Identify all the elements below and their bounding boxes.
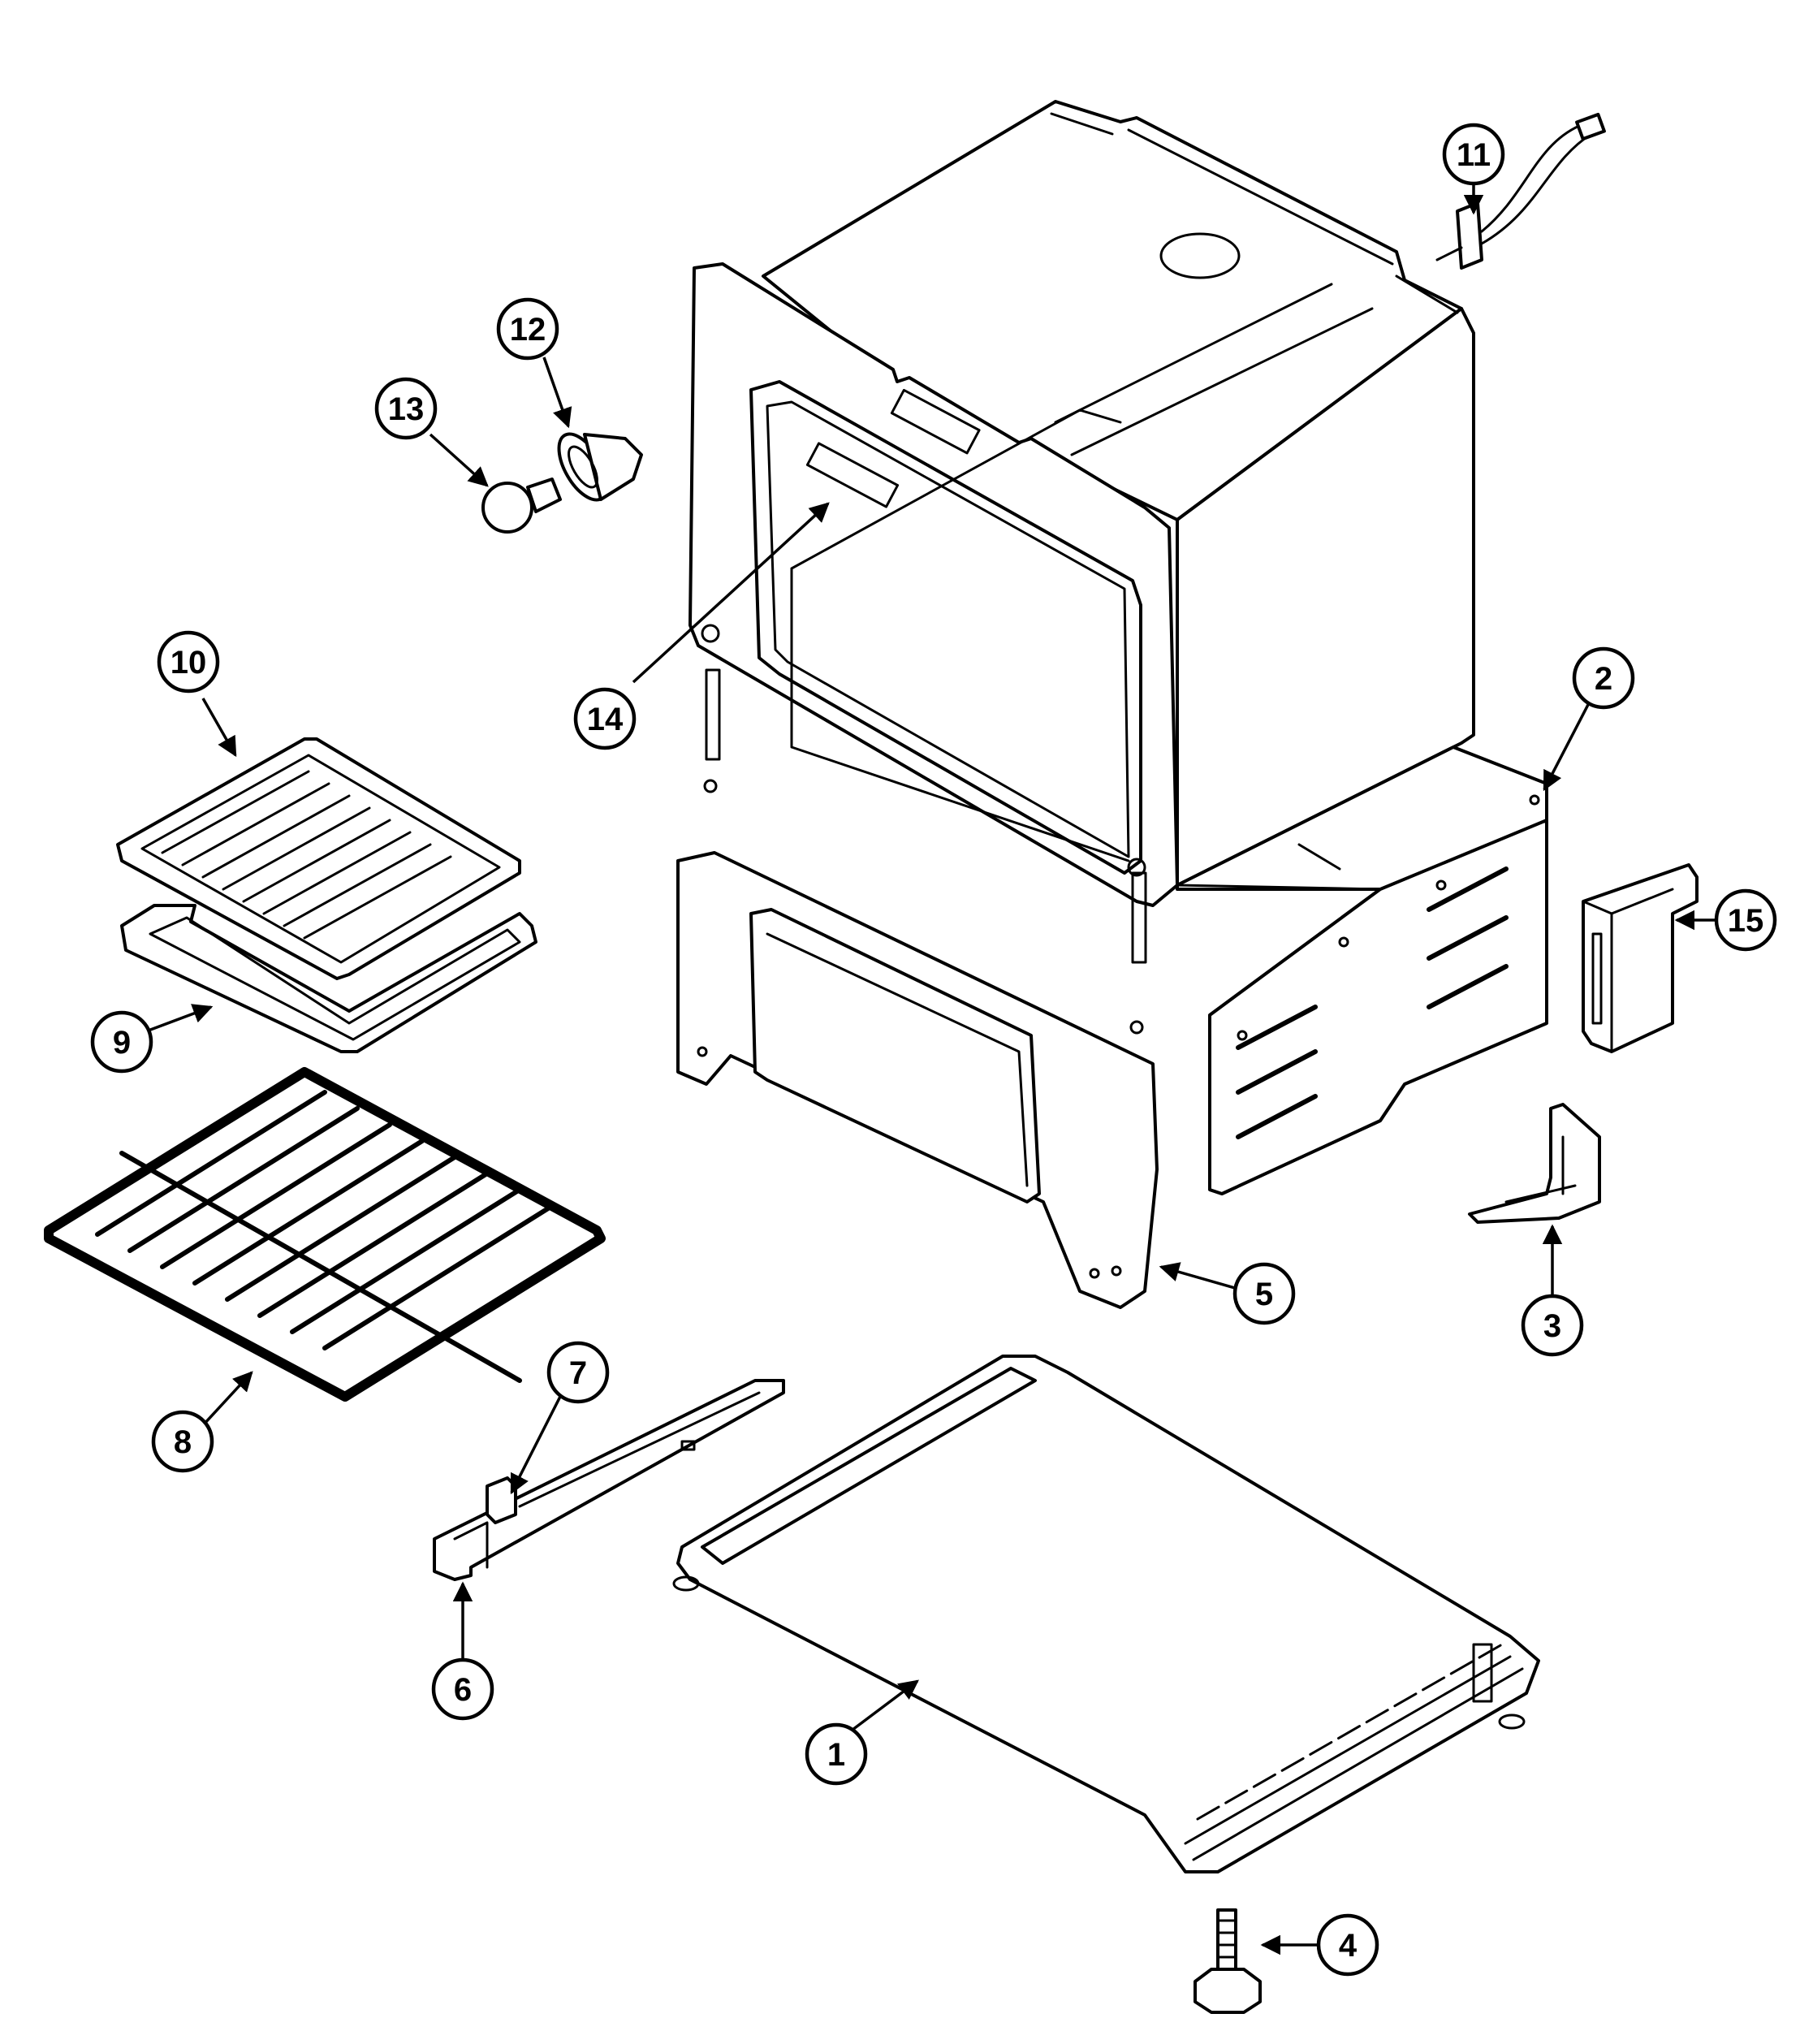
part-8-oven-rack [44,1067,606,1402]
part-10-broiler-insert [116,737,521,980]
part-13-lamp-bulb [481,478,562,534]
callout-3: 3 [1521,1294,1584,1357]
callout-2: 2 [1572,646,1635,710]
callout-8-label: 8 [174,1424,192,1460]
leader-lines [145,183,1717,1955]
callout-9: 9 [90,1010,153,1074]
callout-14: 14 [573,687,637,750]
callout-1: 1 [805,1722,868,1786]
callout-6-label: 6 [454,1672,472,1708]
part-3-anti-tip-bracket [1468,1103,1601,1224]
callout-2-label: 2 [1595,661,1612,697]
callout-10: 10 [157,630,220,694]
callout-7: 7 [546,1341,610,1404]
callout-8: 8 [151,1410,214,1473]
part-5-lower-front-panel [676,851,1159,1309]
callout-14-label: 14 [587,702,624,737]
callout-5: 5 [1232,1262,1296,1325]
callout-4-label: 4 [1339,1928,1358,1964]
part-6-drawer-slide [433,1379,785,1581]
callout-15-label: 15 [1728,903,1764,939]
callout-7-label: 7 [569,1355,587,1391]
callout-13: 13 [374,377,438,440]
part-9-broiler-pan [120,904,537,1053]
callout-5-label: 5 [1255,1277,1273,1312]
callout-4: 4 [1316,1913,1379,1977]
part-12-lamp-socket [557,432,643,502]
callout-6: 6 [431,1657,494,1721]
callout-11-label: 11 [1457,137,1491,173]
callout-1-label: 1 [827,1737,845,1773]
callout-10-label: 10 [171,645,207,681]
part-2-back-panel [1176,745,1548,1195]
callout-12-label: 12 [510,312,546,348]
callout-13-label: 13 [388,391,425,427]
part-15-bracket [1582,863,1699,1053]
callout-9-label: 9 [113,1025,131,1061]
part-11-sensor [1435,112,1606,270]
part-4-leveling-leg [1194,1908,1262,2014]
oven-cavity [688,100,1475,1035]
callout-15: 15 [1714,888,1777,952]
callout-12: 12 [496,297,559,361]
callout-11: 11 [1442,123,1505,186]
part-7-slide-clip [486,1476,517,1524]
callout-3-label: 3 [1543,1308,1561,1344]
part-1-drawer [672,1355,1540,1873]
